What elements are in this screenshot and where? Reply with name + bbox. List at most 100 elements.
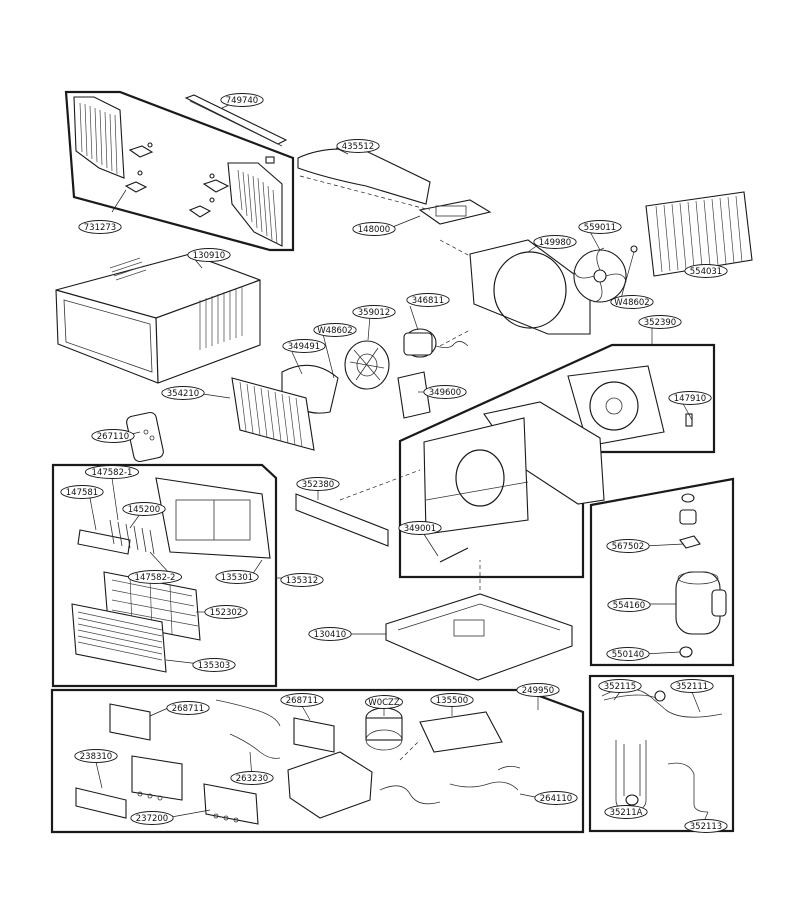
part-label-oval <box>516 683 560 697</box>
part-label-237200: 237200 <box>130 811 174 825</box>
part-label-349600: 349600 <box>423 385 467 399</box>
part-number-text: 130410 <box>314 630 346 640</box>
part-label-264110: 264110 <box>534 791 578 805</box>
part-number-text: 731273 <box>84 223 116 233</box>
part-label-oval <box>308 627 352 641</box>
part-number-text: W0CZZ <box>368 698 400 708</box>
group-outlines <box>50 90 735 834</box>
part-number-text: 135303 <box>198 661 230 671</box>
part-label-oval <box>406 293 450 307</box>
part-number-text: 354210 <box>167 389 199 399</box>
front-grille-parts <box>71 477 389 673</box>
part-label-268711: 268711 <box>166 701 210 715</box>
part-label-oval <box>130 811 174 825</box>
part-label-567502: 567502 <box>606 539 650 553</box>
part-label-135500: 135500 <box>430 693 474 707</box>
part-number-text: 152302 <box>210 608 242 618</box>
part-label-346811: 346811 <box>406 293 450 307</box>
part-number-text: 135312 <box>286 576 318 586</box>
group-electrical-outline <box>50 688 585 834</box>
chassis-parts <box>423 365 693 563</box>
part-label-w0czz: W0CZZ <box>365 695 403 709</box>
part-label-147910: 147910 <box>668 391 712 405</box>
part-label-oval <box>296 477 340 491</box>
part-number-text: 268711 <box>172 704 204 714</box>
part-number-text: 567502 <box>612 542 644 552</box>
part-number-text: 352380 <box>302 480 334 490</box>
group-compressor-outline <box>589 477 735 667</box>
part-labels: 749740 731273 435512 148000 149980 559011 5540… <box>60 93 728 833</box>
refrigerant-tubing <box>601 688 723 813</box>
part-label-oval <box>604 805 648 819</box>
part-label-238310: 238310 <box>74 749 118 763</box>
part-label-oval <box>74 749 118 763</box>
part-number-text: 352115 <box>604 682 636 692</box>
part-label-oval <box>161 386 205 400</box>
part-number-text: 550140 <box>612 650 644 660</box>
part-label-268711: 268711 <box>280 693 324 707</box>
part-number-text: 749740 <box>226 96 258 106</box>
part-number-text: 148000 <box>358 225 390 235</box>
part-label-147582-1: 147582-1 <box>84 465 140 479</box>
part-label-oval <box>280 573 324 587</box>
dashed-assembly-lines <box>299 175 481 761</box>
part-number-text: 147582-2 <box>135 573 176 583</box>
part-label-oval <box>610 295 654 309</box>
part-label-359012: 359012 <box>352 305 396 319</box>
part-label-135303: 135303 <box>192 658 236 672</box>
part-label-oval <box>533 235 577 249</box>
electrical-parts <box>75 699 521 825</box>
part-label-554160: 554160 <box>607 598 651 612</box>
part-number-text: 145200 <box>128 505 160 515</box>
part-label-oval <box>606 539 650 553</box>
part-number-text: 559011 <box>584 223 616 233</box>
part-label-oval <box>91 429 135 443</box>
part-label-352113: 352113 <box>684 819 728 833</box>
part-label-oval <box>187 248 231 262</box>
part-label-oval <box>607 598 651 612</box>
part-label-35211a: 35211A <box>604 805 648 819</box>
part-label-oval <box>668 391 712 405</box>
part-label-oval <box>352 222 396 236</box>
part-label-oval <box>534 791 578 805</box>
group-chassis-outline <box>398 343 716 579</box>
part-label-oval <box>398 521 442 535</box>
part-label-130910: 130910 <box>187 248 231 262</box>
part-label-oval <box>336 139 380 153</box>
part-label-oval <box>684 819 728 833</box>
part-number-text: 149980 <box>539 238 571 248</box>
part-number-text: 346811 <box>412 296 444 306</box>
part-label-w48602: W48602 <box>313 323 357 337</box>
part-number-text: 352113 <box>690 822 722 832</box>
part-label-oval <box>423 385 467 399</box>
part-label-oval <box>638 315 682 329</box>
group-front-grille-outline <box>51 463 278 688</box>
part-label-435512: 435512 <box>336 139 380 153</box>
part-label-145200: 145200 <box>122 502 166 516</box>
evaporator-coil <box>231 377 315 451</box>
part-number-text: 147910 <box>674 394 706 404</box>
part-label-559011: 559011 <box>578 220 622 234</box>
part-label-oval <box>220 93 264 107</box>
part-number-text: 135500 <box>436 696 468 706</box>
part-number-text: 264110 <box>540 794 572 804</box>
side-curtain-assembly <box>73 94 288 247</box>
part-label-oval <box>78 220 122 234</box>
part-label-731273: 731273 <box>78 220 122 234</box>
part-number-text: W48602 <box>614 298 649 308</box>
part-label-352390: 352390 <box>638 315 682 329</box>
part-number-text: 349491 <box>288 342 320 352</box>
part-label-352115: 352115 <box>598 679 642 693</box>
part-label-oval <box>430 693 474 707</box>
motor-and-blower <box>281 328 469 419</box>
part-label-oval <box>230 771 274 785</box>
part-number-text: 554160 <box>613 601 645 611</box>
part-label-147581: 147581 <box>60 485 104 499</box>
base-pan <box>385 593 573 681</box>
part-label-oval <box>215 570 259 584</box>
condenser-coil <box>645 191 753 277</box>
part-label-554031: 554031 <box>684 264 728 278</box>
part-label-oval <box>204 605 248 619</box>
part-number-text: 249950 <box>522 686 554 696</box>
